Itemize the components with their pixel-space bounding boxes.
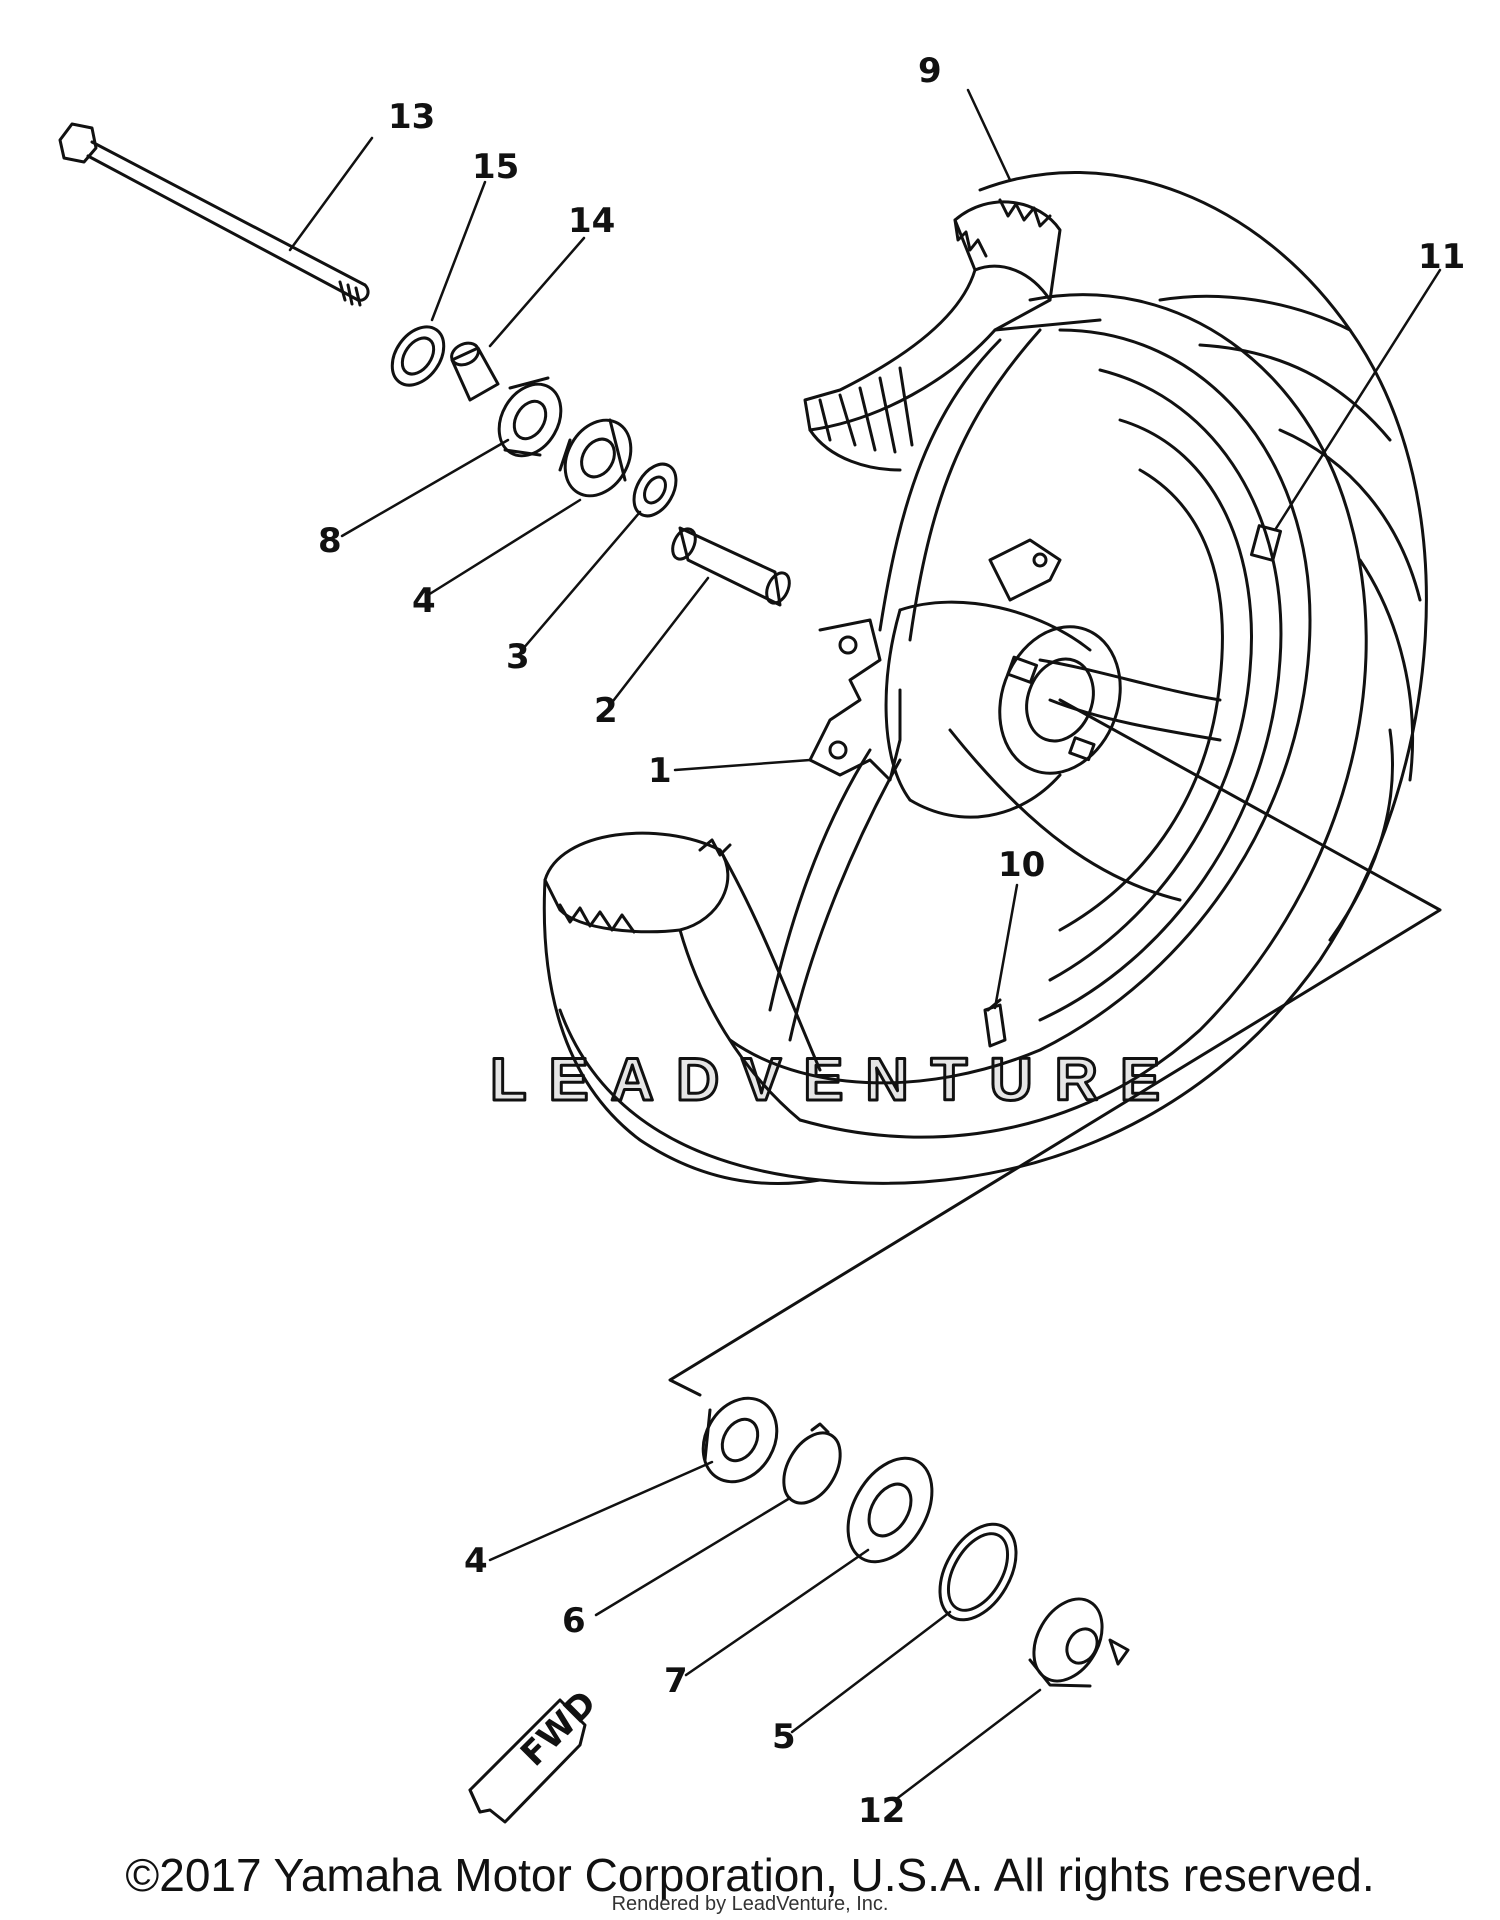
part-15-seal bbox=[390, 325, 446, 387]
callout-2: 2 bbox=[594, 691, 618, 731]
callout-10: 10 bbox=[998, 845, 1045, 885]
disc-bracket-top bbox=[988, 538, 1062, 602]
part-6-circlip bbox=[782, 1422, 842, 1505]
callout-1: 1 bbox=[648, 751, 672, 791]
wheel-spokes bbox=[768, 328, 1222, 1042]
callout-numbers: 13 15 14 8 4 3 2 1 9 11 10 4 6 7 5 12 bbox=[318, 51, 1465, 1831]
axle bbox=[58, 122, 370, 307]
callout-11: 11 bbox=[1418, 237, 1465, 277]
wheel-hub bbox=[884, 600, 1122, 819]
part-4-bearing-lower bbox=[701, 1396, 779, 1484]
callout-14: 14 bbox=[568, 201, 615, 241]
leader-lines bbox=[288, 88, 1442, 1802]
rendered-by-note: Rendered by LeadVenture, Inc. bbox=[611, 1893, 889, 1915]
tire-section-top bbox=[803, 198, 1102, 472]
part-12-nut bbox=[1028, 1597, 1130, 1688]
tire bbox=[558, 170, 1428, 1185]
tire-section-bottom bbox=[542, 831, 822, 1186]
callout-15: 15 bbox=[472, 147, 519, 187]
callout-12: 12 bbox=[858, 1791, 905, 1831]
callout-8: 8 bbox=[318, 521, 342, 561]
fwd-arrow[interactable] bbox=[468, 1698, 587, 1824]
part-4-bearing-upper bbox=[558, 418, 633, 498]
part-5-oil-seal bbox=[938, 1522, 1018, 1622]
part-8-bearing bbox=[497, 376, 563, 458]
part-2-spacer-tube bbox=[671, 526, 791, 607]
callout-7: 7 bbox=[664, 1661, 688, 1701]
callout-9: 9 bbox=[918, 51, 942, 91]
part-7-seal bbox=[846, 1456, 934, 1564]
callout-5: 5 bbox=[772, 1717, 796, 1757]
fwd-label: FWD bbox=[513, 1683, 604, 1774]
part-3-spacer bbox=[632, 462, 678, 518]
callout-3: 3 bbox=[506, 637, 530, 677]
callout-4-upper: 4 bbox=[412, 581, 436, 621]
copyright-notice: ©2017 Yamaha Motor Corporation, U.S.A. A… bbox=[125, 1849, 1375, 1901]
callout-4-lower: 4 bbox=[464, 1541, 488, 1581]
balance-weight bbox=[1249, 524, 1283, 562]
callout-6: 6 bbox=[562, 1601, 586, 1641]
callout-13: 13 bbox=[388, 97, 435, 137]
part-14-collar bbox=[450, 341, 500, 402]
caliper-bracket bbox=[808, 618, 902, 782]
exploded-axis-line bbox=[668, 698, 1442, 1397]
